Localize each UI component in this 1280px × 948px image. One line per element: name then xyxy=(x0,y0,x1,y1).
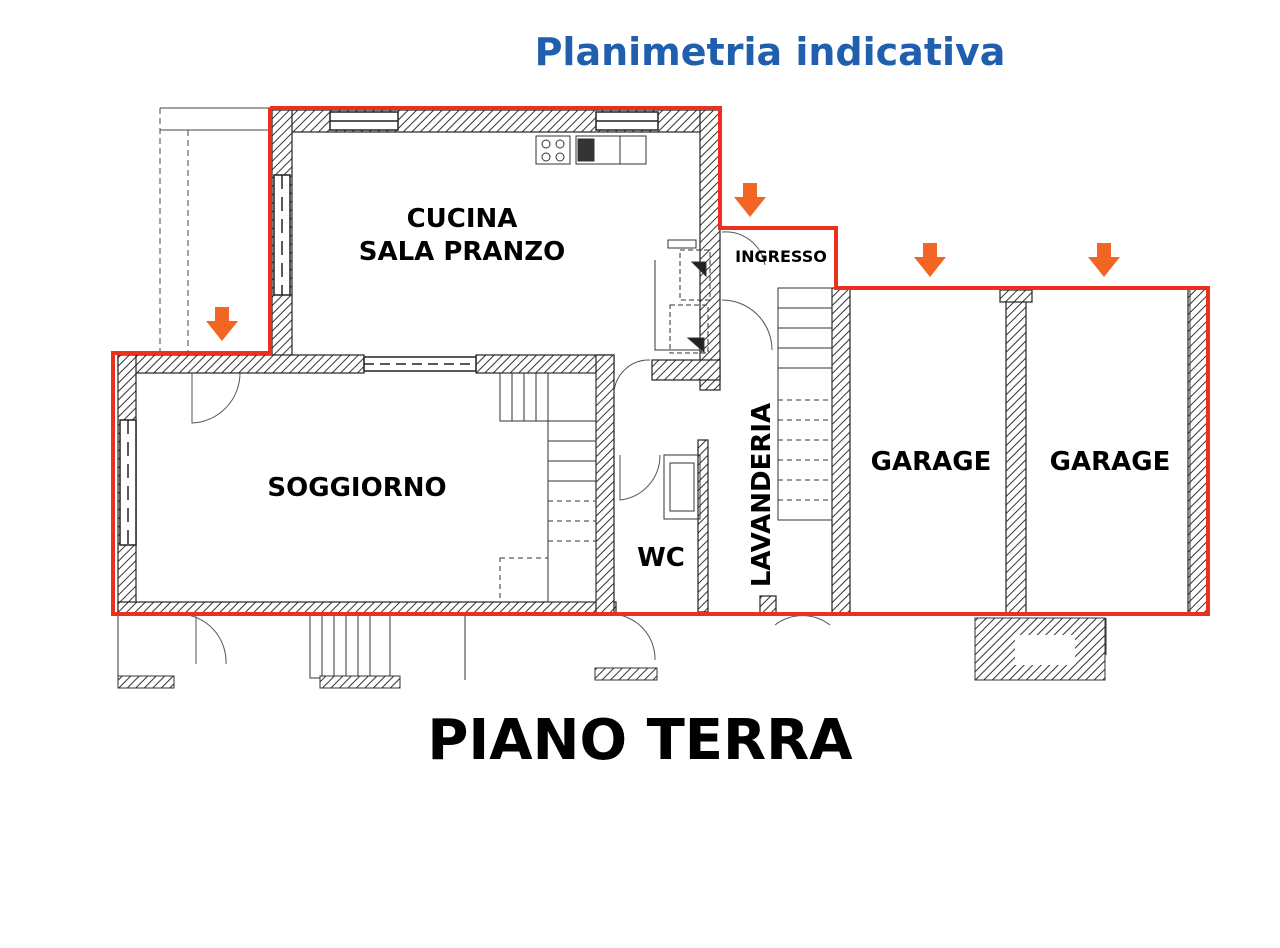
walls xyxy=(117,109,1209,615)
entrance-arrow xyxy=(734,183,766,217)
entrance-arrow xyxy=(1088,243,1120,277)
room-label-lavanderia: LAVANDERIA xyxy=(747,403,777,587)
kitchen-fixtures xyxy=(535,135,711,520)
entrance-arrows xyxy=(206,183,1120,341)
floor-level-title: PIANO TERRA xyxy=(427,708,853,773)
windows xyxy=(119,111,659,546)
room-label-soggiorno: SOGGIORNO xyxy=(267,473,446,503)
room-label-sala-pranzo: SALA PRANZO xyxy=(359,237,566,267)
room-label-garage-2: GARAGE xyxy=(1050,447,1171,477)
room-label-garage-1: GARAGE xyxy=(871,447,992,477)
exterior-details xyxy=(117,290,1191,689)
entrance-arrow xyxy=(914,243,946,277)
plan-title: Planimetria indicativa xyxy=(534,30,1006,74)
room-label-cucina: CUCINA xyxy=(407,204,518,234)
room-label-ingresso: INGRESSO xyxy=(735,247,827,266)
property-boundary xyxy=(111,106,1210,616)
door-swings xyxy=(179,231,831,665)
entrance-arrow xyxy=(206,307,238,341)
room-label-wc: WC xyxy=(637,543,685,573)
porch-outline xyxy=(159,107,270,355)
